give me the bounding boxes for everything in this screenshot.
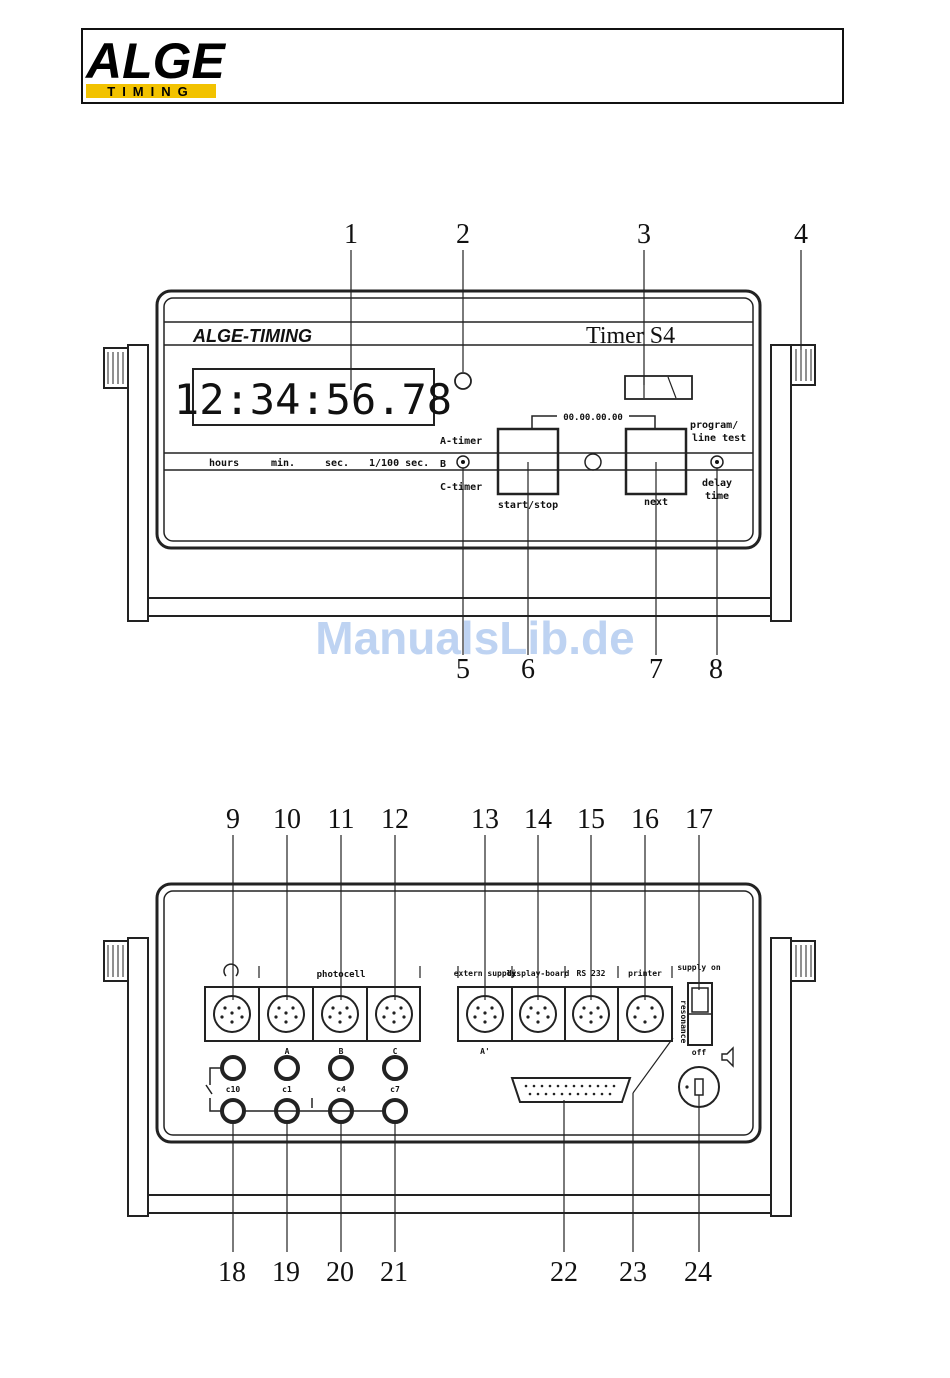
channel-b-label: B bbox=[339, 1047, 344, 1056]
resonance-label: resonance bbox=[679, 1000, 688, 1044]
callout-5: 5 bbox=[456, 654, 470, 685]
headphone-icon bbox=[223, 963, 239, 977]
jack-top-4[interactable] bbox=[382, 1055, 408, 1081]
line-test-label: line test bbox=[692, 432, 746, 444]
photocell-socket-c[interactable] bbox=[375, 995, 413, 1033]
logo-main: ALGE bbox=[84, 33, 227, 89]
right-handle bbox=[770, 344, 792, 622]
callout-16: 16 bbox=[631, 804, 659, 835]
jack-top-1[interactable] bbox=[220, 1055, 246, 1081]
off-label: off bbox=[692, 1048, 707, 1057]
front-base bbox=[147, 597, 772, 617]
callout-4: 4 bbox=[794, 219, 808, 250]
callout-8: 8 bbox=[709, 654, 723, 685]
callout-18: 18 bbox=[218, 1257, 246, 1288]
callout-6: 6 bbox=[521, 654, 535, 685]
left-socket-pins bbox=[220, 1006, 406, 1024]
headphone-socket[interactable] bbox=[213, 995, 251, 1033]
rear-housing bbox=[155, 882, 762, 1144]
rear-left-handle bbox=[127, 937, 149, 1217]
watermark: ManualsLib.de bbox=[315, 612, 634, 664]
program-label: program/ bbox=[690, 420, 738, 431]
jack-bottom-4[interactable] bbox=[382, 1098, 408, 1124]
logo-sub: TIMING bbox=[107, 84, 195, 99]
rear-right-handle bbox=[770, 937, 792, 1217]
front-brand: ALGE-TIMING bbox=[192, 326, 312, 346]
front-housing bbox=[155, 289, 762, 550]
header: ALGE TIMING bbox=[81, 28, 844, 104]
callout-9: 9 bbox=[226, 804, 240, 835]
callout-2: 2 bbox=[456, 219, 470, 250]
channel-c-label: C bbox=[393, 1047, 398, 1056]
callout-20: 20 bbox=[326, 1257, 354, 1288]
lcd-display bbox=[192, 368, 435, 426]
printer-socket[interactable] bbox=[626, 995, 664, 1033]
reset-bracket bbox=[531, 415, 656, 429]
mode-a-timer: A-timer bbox=[440, 435, 482, 447]
header-frame bbox=[81, 28, 844, 104]
rear-panel: 9 10 11 12 13 14 15 16 17 photocell bbox=[103, 804, 816, 1288]
rear-inner-frame bbox=[163, 890, 754, 1136]
front-panel: 1 2 3 4 ALGE-TIMING Timer S4 12:34:56.78… bbox=[103, 219, 816, 685]
unit-sec: sec. bbox=[325, 458, 349, 469]
callout-22: 22 bbox=[550, 1257, 578, 1288]
rear-base bbox=[147, 1194, 772, 1214]
right-knob bbox=[790, 344, 816, 386]
delay-selector-dot bbox=[715, 460, 719, 464]
center-led bbox=[584, 453, 602, 471]
supply-switch-rocker bbox=[691, 987, 709, 1013]
callout-14: 14 bbox=[524, 804, 552, 835]
callout-23: 23 bbox=[619, 1257, 647, 1288]
start-switch-symbol bbox=[205, 1067, 222, 1112]
dsub25-pins bbox=[524, 1084, 616, 1096]
callout-19: 19 bbox=[272, 1257, 300, 1288]
front-inner-frame bbox=[163, 297, 754, 542]
jack-label-c1: c1 bbox=[282, 1085, 292, 1094]
right-socket-pins bbox=[473, 1006, 657, 1024]
mode-c-timer: C-timer bbox=[440, 481, 482, 493]
left-handle bbox=[127, 344, 149, 622]
callout-17: 17 bbox=[685, 804, 713, 835]
unit-hours: hours bbox=[209, 458, 239, 469]
callout-15: 15 bbox=[577, 804, 605, 835]
jack-label-c10: c10 bbox=[226, 1085, 241, 1094]
unit-min: min. bbox=[271, 457, 295, 469]
callout-12: 12 bbox=[381, 804, 409, 835]
program-switch[interactable] bbox=[624, 375, 693, 400]
reset-code: 00.00.00.00 bbox=[563, 413, 623, 423]
callout-3: 3 bbox=[637, 219, 651, 250]
jack-top-3[interactable] bbox=[328, 1055, 354, 1081]
rear-leader-lines bbox=[232, 835, 700, 1252]
mode-selector-dot bbox=[461, 460, 465, 464]
led-indicator bbox=[454, 372, 472, 390]
logo-bar bbox=[86, 84, 216, 98]
lcd-digits: 12:34:56.78 bbox=[174, 375, 452, 424]
speaker-icon bbox=[721, 1046, 734, 1068]
jack-top-2[interactable] bbox=[274, 1055, 300, 1081]
photocell-socket-b[interactable] bbox=[321, 995, 359, 1033]
jack-label-c7: c7 bbox=[390, 1085, 400, 1094]
unit-hundredth: 1/100 sec. bbox=[369, 458, 429, 469]
rear-right-knob bbox=[790, 940, 816, 982]
callout-21: 21 bbox=[380, 1257, 408, 1288]
dsub25-connector[interactable] bbox=[510, 1077, 632, 1103]
front-leader-lines bbox=[350, 250, 802, 655]
photocell-socket-a[interactable] bbox=[267, 995, 305, 1033]
callout-7: 7 bbox=[649, 654, 663, 685]
front-model: Timer S4 bbox=[586, 323, 675, 349]
loudspeaker-slot bbox=[694, 1078, 704, 1096]
mode-b: B bbox=[440, 459, 446, 470]
callout-11: 11 bbox=[328, 804, 355, 835]
channel-a-label: A bbox=[285, 1047, 290, 1056]
callout-1: 1 bbox=[344, 219, 358, 250]
a-prime-label: A' bbox=[480, 1047, 490, 1056]
rear-left-knob bbox=[103, 940, 129, 982]
callout-13: 13 bbox=[471, 804, 499, 835]
callout-24: 24 bbox=[684, 1257, 712, 1288]
jack-bottom-1[interactable] bbox=[220, 1098, 246, 1124]
jack-label-c4: c4 bbox=[336, 1085, 346, 1094]
callout-10: 10 bbox=[273, 804, 301, 835]
left-knob bbox=[103, 347, 129, 389]
